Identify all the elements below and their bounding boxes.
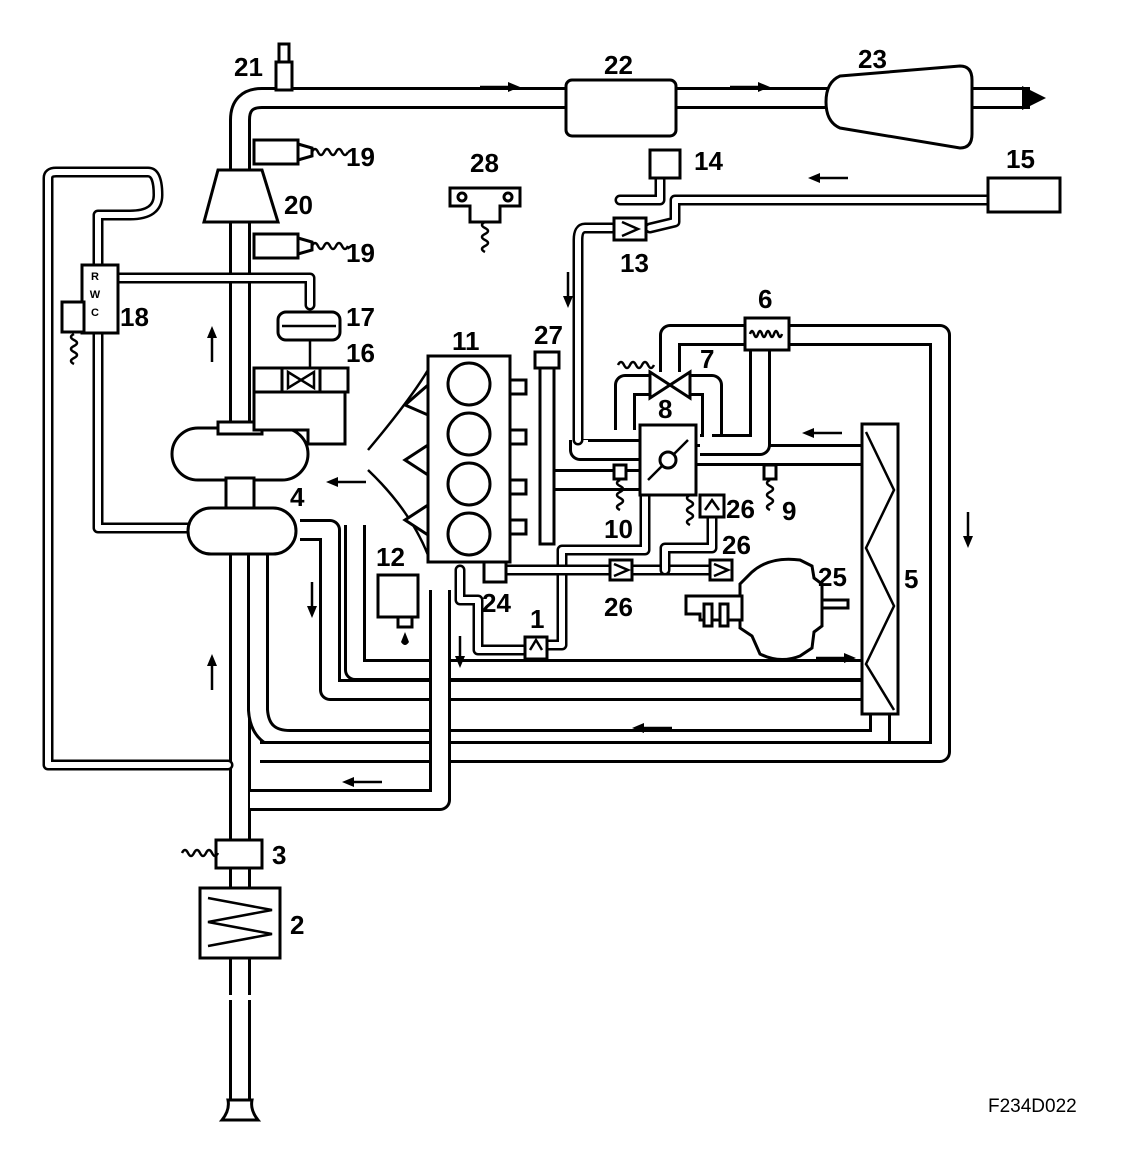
vacuum-hoses: [454, 174, 996, 656]
flow-arrow-booster: [816, 653, 856, 663]
valve-18-port-w: W: [90, 289, 101, 301]
label-26-middle: 26: [604, 592, 633, 622]
label-7: 7: [700, 344, 714, 374]
label-25: 25: [818, 562, 847, 592]
label-20: 20: [284, 190, 313, 220]
catalytic-converter: [202, 168, 281, 224]
label-15: 15: [1006, 144, 1035, 174]
label-26-right: 26: [722, 530, 751, 560]
label-17: 17: [346, 302, 375, 332]
label-6: 6: [758, 284, 772, 314]
label-28: 28: [470, 148, 499, 178]
label-11: 11: [452, 326, 480, 356]
flow-arrow-vent-return: [342, 777, 382, 787]
label-10: 10: [604, 514, 633, 544]
label-5: 5: [904, 564, 918, 594]
relief-valve: [743, 316, 791, 352]
check-valve-1: [523, 635, 549, 661]
flow-arrow-vent-down: [455, 636, 465, 668]
flow-arrow-turbo-up: [207, 326, 217, 362]
flow-arrow-intercooler-out: [802, 428, 842, 438]
exhaust-sensor: [274, 42, 294, 92]
component-14: [648, 148, 682, 180]
sensor-10: [612, 463, 628, 512]
check-valve-26-middle: [608, 558, 634, 582]
bypass-valve: [616, 360, 692, 401]
flow-arrow-exhaust-manifold: [326, 477, 366, 487]
charge-air-pipe: [300, 519, 870, 701]
boost-control-valve: [60, 263, 120, 366]
label-1: 1: [530, 604, 544, 634]
exhaust-pipe: [229, 86, 1046, 995]
label-26-upper: 26: [726, 494, 755, 524]
label-8: 8: [658, 394, 672, 424]
flow-arrow-exhaust-2: [730, 82, 770, 92]
label-4: 4: [290, 482, 305, 512]
label-19-upper: 19: [346, 142, 375, 172]
label-12: 12: [376, 542, 405, 572]
label-19-lower: 19: [346, 238, 375, 268]
intercooler-return-pipe: [247, 540, 891, 751]
sensor-9: [762, 463, 778, 512]
figure-code: F234D022: [988, 1096, 1077, 1117]
label-2: 2: [290, 910, 304, 940]
check-valve-26-upper: [685, 493, 726, 527]
boost-control-valve-coil-icon: [69, 332, 79, 366]
valve-18-port-c: C: [91, 307, 99, 319]
mass-airflow-sensor: [180, 838, 264, 870]
check-valve-26-right: [708, 558, 734, 582]
front-muffler: [564, 78, 678, 138]
flow-arrow-return: [632, 723, 672, 733]
intercooler: [860, 422, 900, 716]
air-filter: [198, 886, 282, 960]
flow-arrow-rail: [563, 272, 573, 308]
check-valve-13: [612, 216, 648, 242]
label-23: 23: [858, 44, 887, 74]
flow-arrow-vacuum: [808, 173, 848, 183]
label-21: 21: [234, 52, 263, 82]
bypass-return-pipe: [260, 324, 951, 763]
valve-18-port-r: R: [91, 271, 99, 283]
flow-arrow-compressor-down: [307, 582, 317, 618]
flow-arrow-right-down: [963, 512, 973, 548]
engine-block: [367, 354, 528, 584]
brake-booster: [684, 557, 850, 661]
throttle-body: [638, 423, 698, 497]
fuel-rail: [533, 350, 561, 546]
label-24: 24: [482, 588, 511, 618]
turbocharger: [170, 420, 310, 556]
wastegate-control-line: [42, 166, 316, 771]
oil-separator: [376, 573, 420, 645]
label-27: 27: [534, 320, 563, 350]
label-13: 13: [620, 248, 649, 278]
component-15: [986, 176, 1062, 214]
rear-muffler: [824, 64, 974, 150]
wastegate-actuator: [276, 310, 342, 368]
label-9: 9: [782, 496, 796, 526]
flow-arrow-intake-up: [207, 654, 217, 690]
intake-pipe-bottom: [218, 1000, 262, 1122]
pressure-sensor: [448, 186, 522, 254]
oxygen-sensor-upper: [252, 138, 350, 166]
label-18: 18: [120, 302, 149, 332]
oxygen-sensor-lower: [252, 232, 350, 260]
crankcase-vent-pipe: [250, 590, 451, 811]
wastegate-housing: [252, 366, 350, 446]
label-14: 14: [694, 146, 723, 176]
label-3: 3: [272, 840, 286, 870]
label-16: 16: [346, 338, 375, 368]
label-22: 22: [604, 50, 633, 80]
flow-arrow-exhaust-1: [480, 82, 520, 92]
